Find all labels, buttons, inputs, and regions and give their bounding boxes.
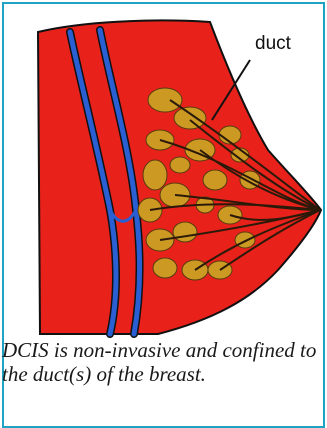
figure-caption: DCIS is non-invasive and confined to the… [2,338,317,386]
duct-label: duct [255,33,291,55]
